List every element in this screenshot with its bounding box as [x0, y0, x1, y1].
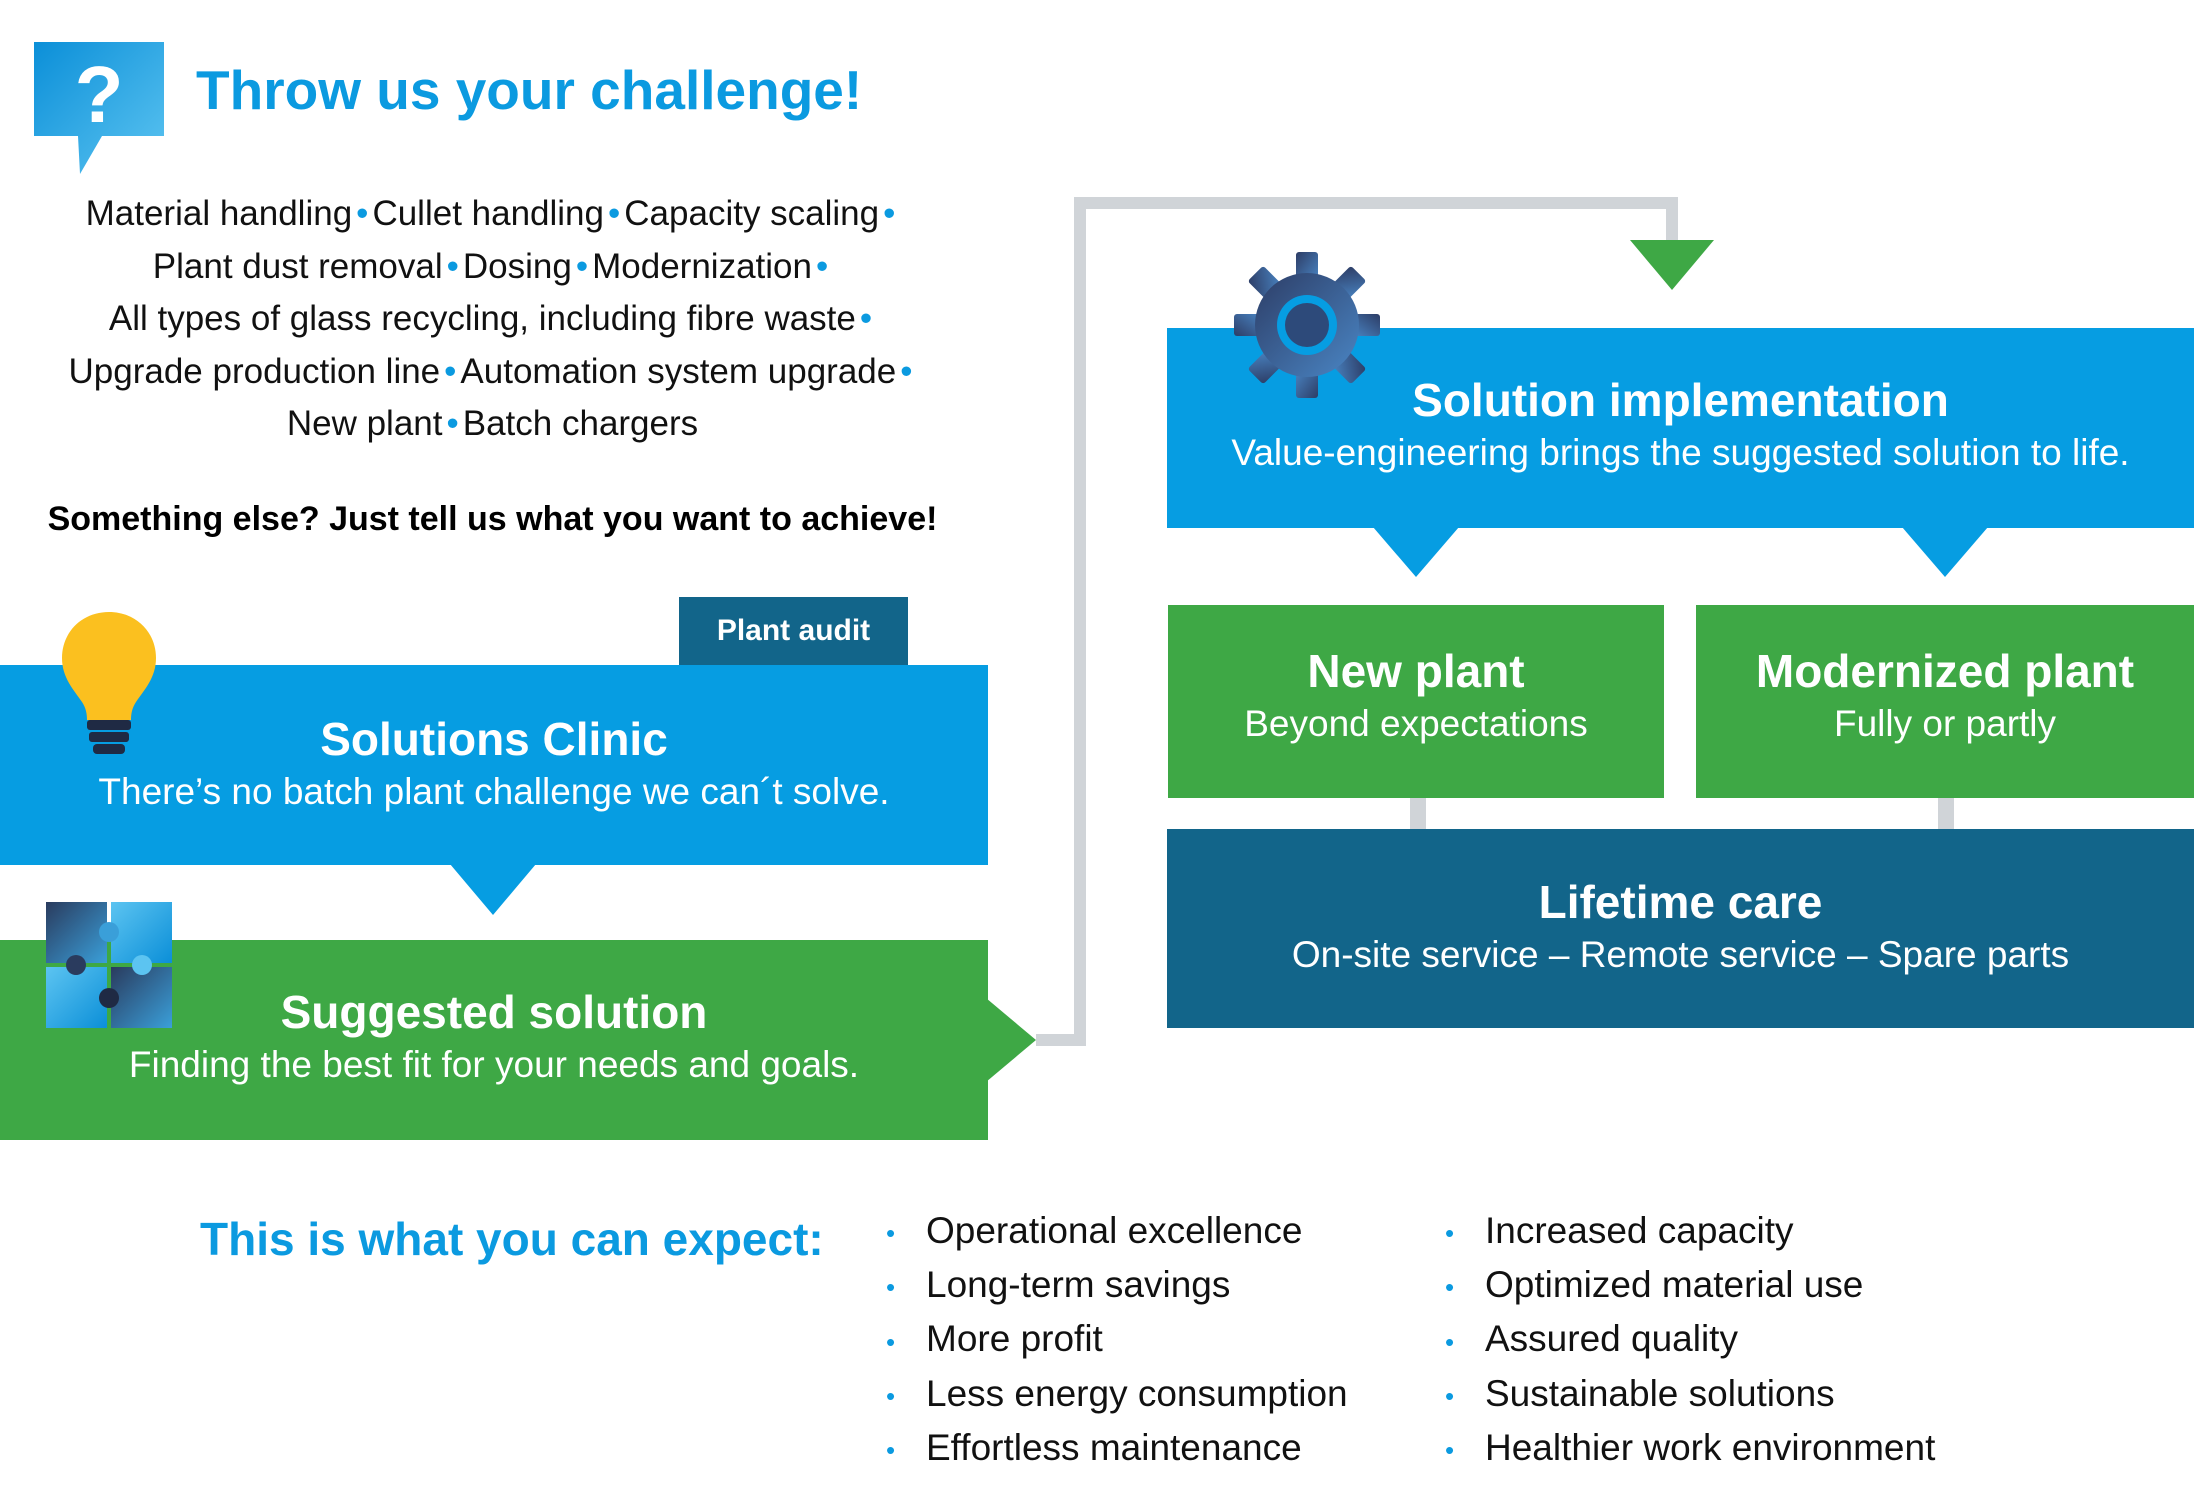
separator-dot: •	[859, 299, 873, 338]
separator-dot: •	[815, 246, 829, 286]
modernized-plant-title: Modernized plant	[1755, 645, 2135, 697]
svg-text:?: ?	[75, 50, 124, 139]
benefit-text: Sustainable solutions	[1485, 1372, 1835, 1414]
arrow-clinic-to-suggested	[450, 864, 536, 915]
challenge-line: Material handling•Cullet handling•Capaci…	[20, 188, 965, 241]
solution-implementation-subtitle: Value-engineering brings the suggested s…	[1231, 432, 2130, 473]
challenge-item: Modernization	[592, 246, 812, 286]
solutions-clinic-title: Solutions Clinic	[320, 713, 668, 765]
challenge-item: All types of glass recycling, including …	[108, 299, 856, 338]
separator-dot: •	[608, 194, 621, 233]
benefit-text: Effortless maintenance	[926, 1426, 1302, 1468]
challenge-list: Material handling•Cullet handling•Capaci…	[20, 188, 965, 451]
bullet-icon: •	[1445, 1380, 1455, 1411]
bullet-icon: •	[886, 1435, 896, 1466]
arrow-suggested-out	[986, 998, 1036, 1082]
benefit-item: • Assured quality	[1445, 1313, 1935, 1367]
separator-dot: •	[356, 194, 369, 233]
puzzle-icon	[46, 902, 172, 1028]
bullet-icon: •	[886, 1380, 896, 1411]
lifetime-care-title: Lifetime care	[1538, 876, 1823, 928]
benefit-item: • More profit	[886, 1313, 1348, 1367]
benefit-text: Long-term savings	[926, 1264, 1231, 1306]
challenge-item: Automation system upgrade	[460, 351, 897, 391]
plant-audit-tag: Plant audit	[679, 597, 908, 665]
challenge-line: All types of glass recycling, including …	[20, 293, 965, 346]
arrow-implementation-to-modernized	[1902, 527, 1988, 577]
arrow-implementation-to-newplant	[1373, 527, 1459, 577]
separator-dot: •	[900, 351, 913, 391]
expectations-title: This is what you can expect:	[200, 1213, 824, 1265]
separator-dot: •	[446, 246, 459, 286]
gear-icon	[1234, 252, 1380, 398]
solution-implementation-title: Solution implementation	[1412, 374, 1949, 426]
challenge-item: Dosing	[462, 246, 572, 286]
solutions-clinic-box: Solutions Clinic There’s no batch plant …	[0, 665, 988, 865]
benefit-item: • Operational excellence	[886, 1205, 1348, 1259]
new-plant-title: New plant	[1307, 645, 1525, 697]
benefit-item: • Long-term savings	[886, 1259, 1348, 1313]
separator-dot: •	[446, 404, 459, 443]
separator-dot: •	[883, 194, 896, 233]
benefit-text: Operational excellence	[926, 1210, 1303, 1251]
benefits-list-left: • Operational excellence • Long-term saving…	[886, 1205, 1348, 1476]
benefit-item: • Less energy consumption	[886, 1368, 1348, 1422]
benefits-list-right: • Increased capacity • Optimized material u…	[1445, 1205, 1935, 1476]
benefit-text: Increased capacity	[1485, 1210, 1794, 1251]
challenge-line: New plant•Batch chargers	[20, 398, 965, 451]
suggested-solution-box: Suggested solution Finding the best fit …	[0, 940, 988, 1140]
question-bubble-icon: ?	[34, 42, 164, 174]
bullet-icon: •	[1445, 1326, 1455, 1357]
separator-dot: •	[575, 246, 589, 286]
arrow-into-implementation	[1630, 240, 1714, 290]
benefit-item: • Effortless maintenance	[886, 1422, 1348, 1476]
challenge-item: Plant dust removal	[152, 246, 443, 286]
new-plant-box: New plant Beyond expectations	[1168, 605, 1664, 798]
benefit-item: • Increased capacity	[1445, 1205, 1935, 1259]
modernized-plant-box: Modernized plant Fully or partly	[1696, 605, 2194, 798]
bullet-icon: •	[886, 1326, 896, 1357]
page-title: Throw us your challenge!	[196, 59, 863, 121]
bullet-icon: •	[1445, 1272, 1455, 1303]
bullet-icon: •	[1445, 1435, 1455, 1466]
benefit-text: Assured quality	[1485, 1318, 1738, 1360]
challenge-item: Upgrade production line	[68, 351, 441, 391]
challenge-item: Cullet handling	[372, 194, 604, 233]
benefit-text: Optimized material use	[1485, 1264, 1864, 1306]
benefit-item: • Optimized material use	[1445, 1259, 1935, 1313]
challenge-item: Capacity scaling	[624, 194, 880, 233]
bullet-icon: •	[886, 1218, 896, 1249]
solutions-clinic-subtitle: There’s no batch plant challenge we can´…	[98, 771, 890, 812]
benefit-text: Less energy consumption	[926, 1372, 1348, 1414]
connector-suggested-to-implementation	[1036, 197, 1678, 1046]
suggested-solution-subtitle: Finding the best fit for your needs and …	[128, 1044, 860, 1085]
tell-us-text: Something else? Just tell us what you wa…	[47, 500, 938, 538]
benefit-text: More profit	[926, 1318, 1103, 1360]
challenge-line: Upgrade production line•Automation syste…	[20, 346, 965, 399]
lifetime-care-subtitle: On-site service – Remote service – Spare…	[1291, 934, 2070, 975]
challenge-line: Plant dust removal•Dosing•Modernization•	[20, 241, 965, 294]
challenge-item: Material handling	[85, 194, 353, 233]
lifetime-care-box: Lifetime care On-site service – Remote s…	[1167, 829, 2194, 1028]
new-plant-subtitle: Beyond expectations	[1244, 703, 1588, 744]
lightbulb-icon	[62, 612, 156, 754]
separator-dot: •	[444, 351, 457, 391]
connector-newplant-lifetime	[1410, 796, 1426, 832]
benefit-item: • Healthier work environment	[1445, 1422, 1935, 1476]
bullet-icon: •	[1445, 1218, 1455, 1249]
connector-modernized-lifetime	[1938, 796, 1954, 832]
benefit-item: • Sustainable solutions	[1445, 1368, 1935, 1422]
bullet-icon: •	[886, 1272, 896, 1303]
challenge-item: New plant	[286, 404, 443, 443]
benefit-text: Healthier work environment	[1485, 1426, 1936, 1468]
challenge-item: Batch chargers	[462, 404, 699, 443]
suggested-solution-title: Suggested solution	[280, 986, 708, 1038]
modernized-plant-subtitle: Fully or partly	[1833, 703, 2057, 744]
